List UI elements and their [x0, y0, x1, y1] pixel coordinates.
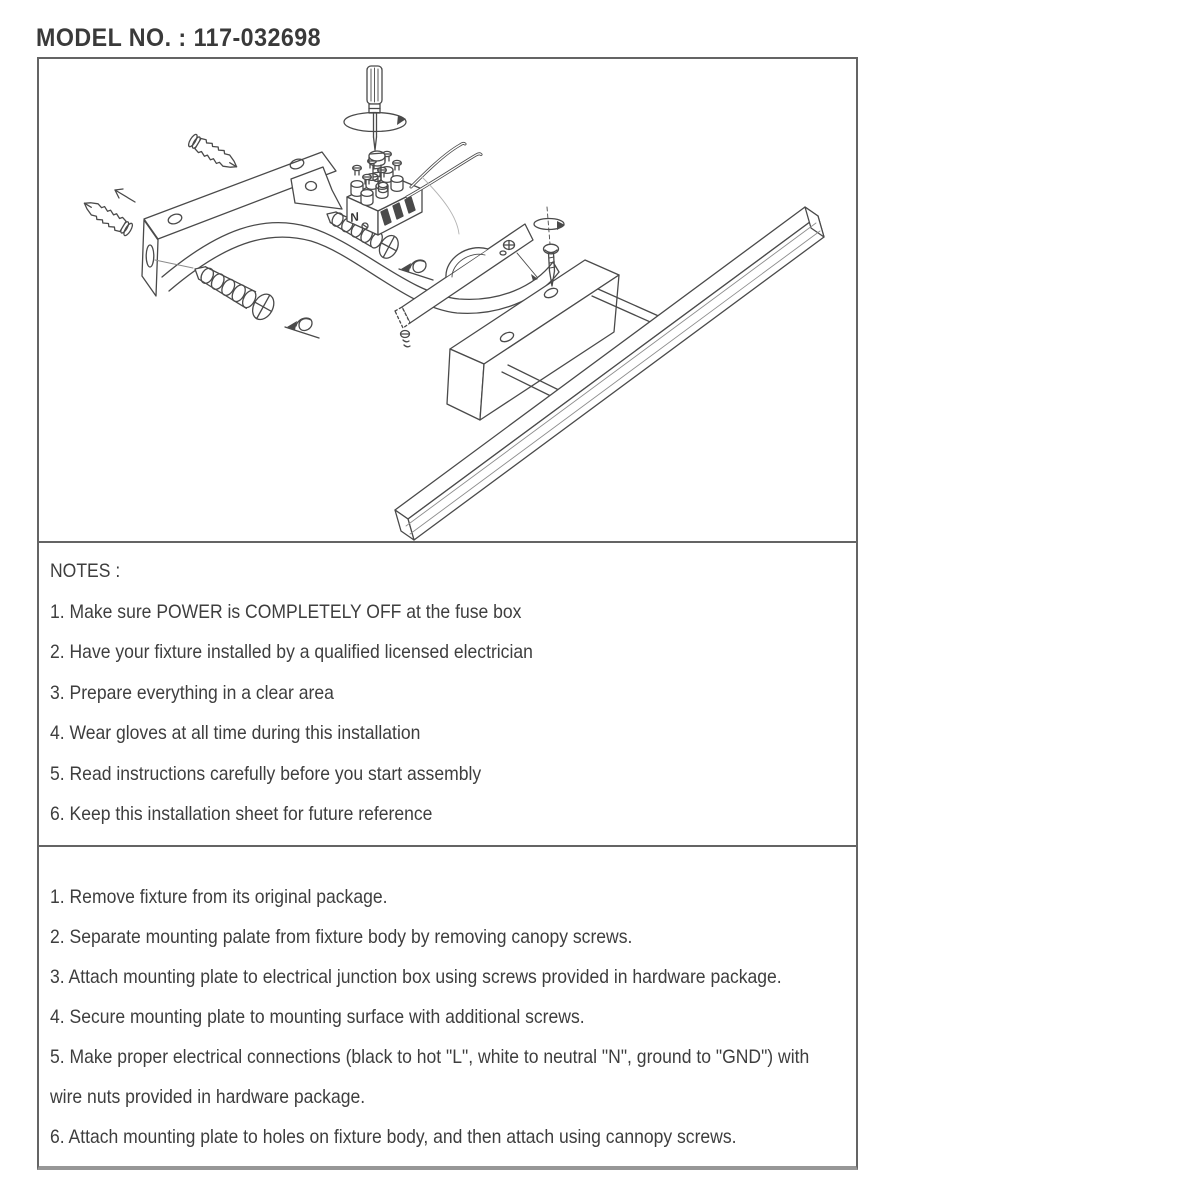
- mounting-screw-lower: [194, 266, 275, 321]
- instruction-step: 4. Secure mounting plate to mounting sur…: [50, 1006, 585, 1028]
- fixture-backplate: [446, 259, 620, 421]
- instruction-step: 5. Make proper electrical connections (b…: [50, 1046, 810, 1068]
- wall-anchor-top: [186, 132, 242, 174]
- note-item: 3. Prepare everything in a clear area: [50, 681, 334, 704]
- mounting-plate: [141, 151, 343, 297]
- canopy-strip: [394, 223, 538, 348]
- instruction-step: 6. Attach mounting plate to holes on fix…: [50, 1126, 737, 1148]
- note-item: 2. Have your fixture installed by a qual…: [50, 641, 533, 663]
- assembly-diagram-panel: N: [37, 57, 858, 543]
- wall-anchor-left: [79, 196, 135, 238]
- page-title: MODEL NO. : 117-032698: [36, 24, 322, 52]
- instruction-step: 1. Remove fixture from its original pack…: [50, 886, 388, 908]
- rotate-arrow-icon: [398, 259, 434, 281]
- assembly-diagram: N: [79, 65, 825, 541]
- instruction-step-continuation: wire nuts provided in hardware package.: [50, 1086, 366, 1108]
- note-item: 4. Wear gloves at all time during this i…: [50, 722, 421, 744]
- light-bar: [394, 206, 825, 541]
- note-item: 6. Keep this installation sheet for futu…: [50, 803, 433, 825]
- instructions-panel: 1. Remove fixture from its original pack…: [37, 847, 858, 1170]
- terminal-n-label: N: [349, 209, 361, 225]
- instruction-step: 3. Attach mounting plate to electrical j…: [50, 966, 782, 988]
- note-item: 1. Make sure POWER is COMPLETELY OFF at …: [50, 600, 522, 623]
- screwdriver-icon: [343, 65, 407, 151]
- backplate-screw: [533, 206, 565, 287]
- notes-heading: NOTES :: [50, 560, 121, 582]
- terminal-block: N: [346, 150, 423, 236]
- supply-wires: [405, 141, 483, 235]
- notes-panel: NOTES : 1. Make sure POWER is COMPLETELY…: [37, 543, 858, 847]
- terminal-screw: [368, 150, 389, 194]
- rotate-arrow-icon: [284, 317, 320, 339]
- instruction-step: 2. Separate mounting palate from fixture…: [50, 926, 633, 948]
- note-item: 5. Read instructions carefully before yo…: [50, 762, 482, 785]
- direction-arrow-icon: [114, 188, 136, 203]
